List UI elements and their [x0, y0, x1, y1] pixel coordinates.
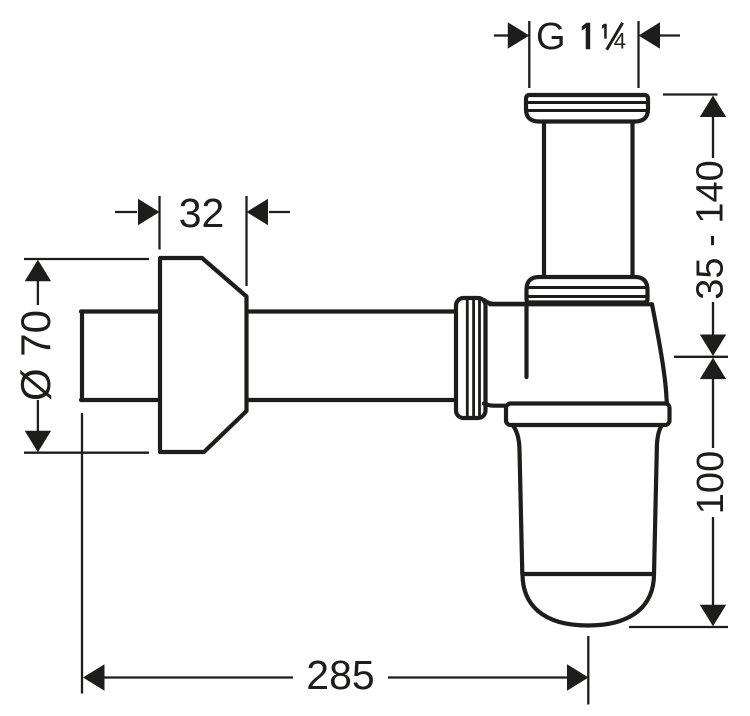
svg-text:G: G — [536, 16, 566, 58]
svg-text:Ø 70: Ø 70 — [12, 310, 59, 401]
svg-text:32: 32 — [179, 190, 225, 236]
svg-text:285: 285 — [306, 652, 374, 698]
svg-text:35 - 140: 35 - 140 — [690, 160, 732, 299]
svg-text:100: 100 — [690, 451, 732, 514]
